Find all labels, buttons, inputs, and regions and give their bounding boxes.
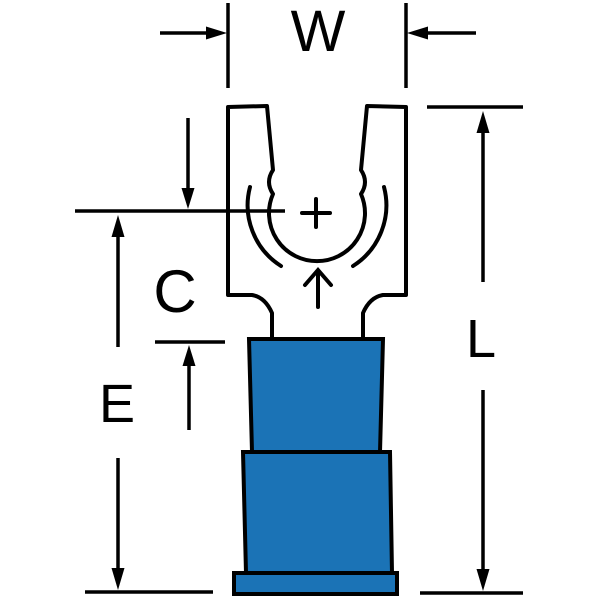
dim-c-arrow-down-head [181, 188, 195, 209]
dim-w-label: W [291, 0, 346, 64]
insulation-barrel [232, 337, 399, 596]
dim-l-label: L [466, 309, 496, 369]
stud-center-plus-icon [300, 197, 332, 229]
seat-arc-left-icon [245, 185, 283, 268]
dim-l-arrow-up-head [476, 111, 490, 133]
terminal-tongue-outline [226, 104, 408, 341]
insert-direction-arrow-icon [303, 266, 333, 309]
insulation-barrel-flange [232, 571, 399, 596]
seat-arc-right-icon [351, 185, 389, 268]
dim-w: W [160, 0, 476, 88]
dim-c-arrow-up-head [182, 345, 196, 366]
dim-e-arrow-up-head [111, 215, 125, 237]
dim-c: C [75, 118, 285, 430]
dim-e: E [85, 215, 213, 594]
dim-l: L [420, 105, 523, 595]
dim-w-arrow-left-head [206, 26, 227, 40]
insulation-barrel-lower [240, 450, 395, 575]
insulation-barrel-upper [246, 337, 386, 454]
dim-e-arrow-down-head [111, 568, 125, 590]
dim-c-label: C [153, 258, 196, 325]
dim-w-arrow-right-head [407, 26, 428, 40]
dim-l-arrow-down-head [476, 569, 490, 591]
terminal-tongue [226, 104, 408, 341]
dim-e-label: E [99, 374, 135, 434]
